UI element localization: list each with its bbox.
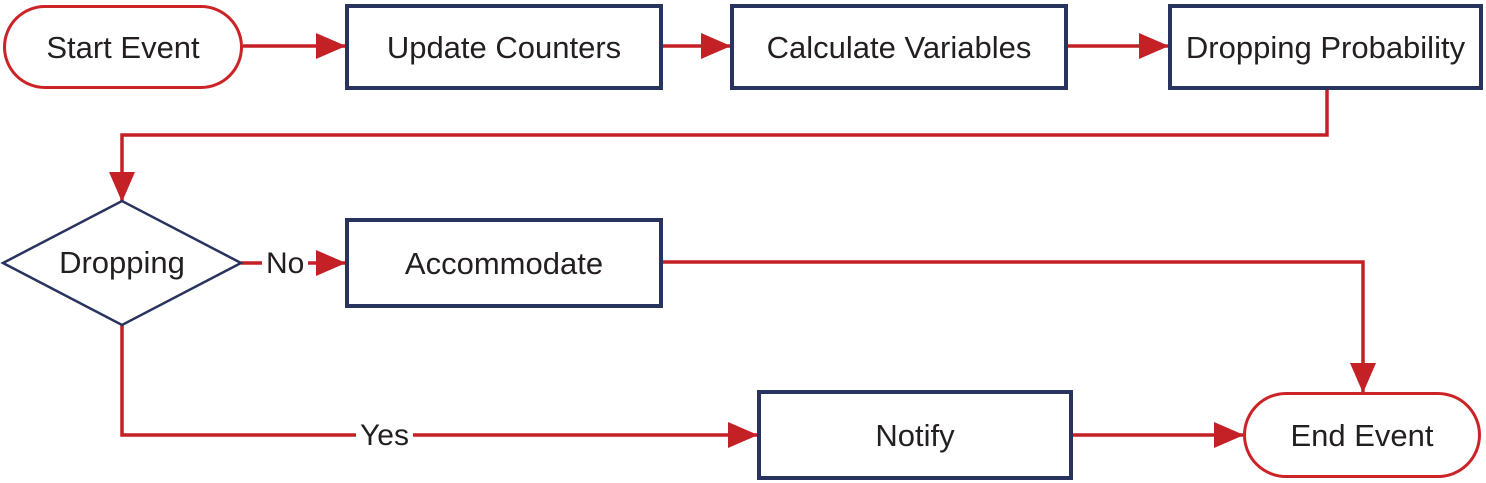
node-update-counters-label: Update Counters <box>386 29 622 65</box>
connector-accommodate-to-end-event <box>663 260 1376 393</box>
node-accommodate-label: Accommodate <box>404 245 604 281</box>
node-dropping-decision-label: Dropping <box>59 245 185 280</box>
edge-label-yes: Yes <box>356 420 413 452</box>
node-notify: Notify <box>757 390 1073 480</box>
node-end-event-label: End Event <box>1290 417 1434 453</box>
node-notify-label: Notify <box>875 417 955 453</box>
node-dropping-probability: Dropping Probability <box>1168 4 1483 90</box>
connector-decision-yes-to-notify <box>120 325 758 448</box>
node-update-counters: Update Counters <box>345 4 663 90</box>
node-accommodate: Accommodate <box>345 218 663 308</box>
node-end-event: End Event <box>1243 392 1481 478</box>
connector-dropping-probability-to-decision <box>109 89 1329 202</box>
node-calculate-variables-label: Calculate Variables <box>766 29 1032 65</box>
node-dropping-probability-label: Dropping Probability <box>1185 29 1466 65</box>
decision-diamond-shape <box>0 199 244 327</box>
edge-label-no: No <box>262 248 309 280</box>
node-start-event-label: Start Event <box>46 29 200 65</box>
node-calculate-variables: Calculate Variables <box>730 4 1068 90</box>
node-start-event: Start Event <box>3 5 243 89</box>
